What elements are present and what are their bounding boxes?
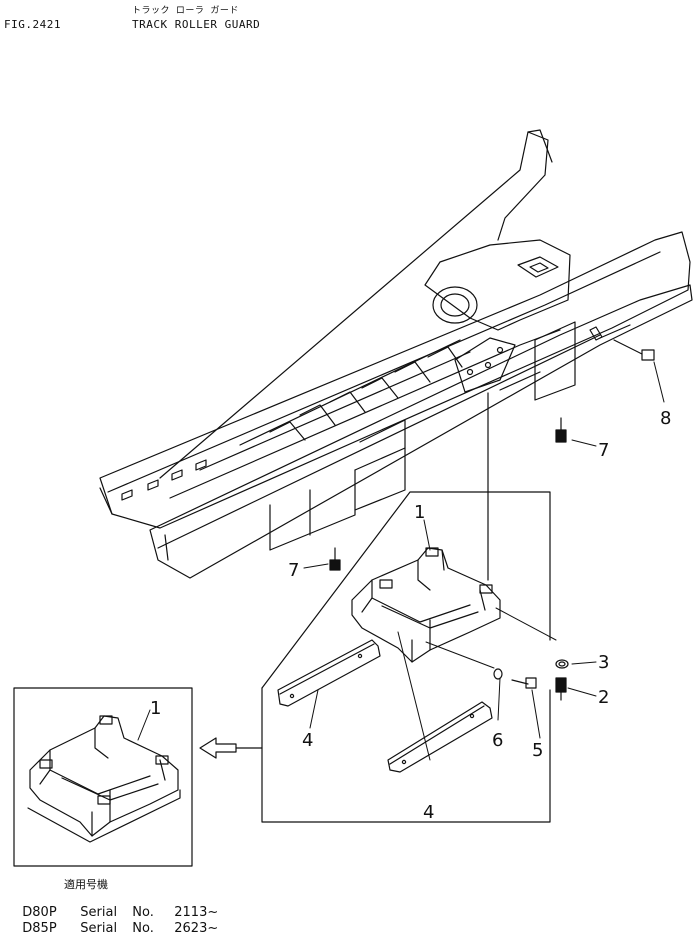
diagram-title: TRACK ROLLER GUARD bbox=[132, 18, 261, 31]
number-label: No. bbox=[132, 905, 154, 920]
part-1-guard-bracket bbox=[351, 547, 501, 663]
callout-7-left: 7 bbox=[288, 560, 299, 581]
serial-number: 2113~ bbox=[174, 905, 219, 920]
model-name: D80P bbox=[22, 905, 57, 920]
number-label: No. bbox=[132, 921, 154, 936]
exploded-frame bbox=[235, 392, 551, 823]
applicability-label: 適用号機 bbox=[64, 878, 108, 891]
part-3-washer bbox=[555, 659, 569, 669]
callout-1-inset: 1 bbox=[150, 698, 161, 719]
track-frame bbox=[99, 129, 693, 579]
callout-8: 8 bbox=[660, 408, 671, 429]
japanese-title: トラック ローラ ガード bbox=[132, 6, 239, 16]
serial-label: Serial bbox=[80, 905, 118, 920]
serial-label: Serial bbox=[80, 921, 118, 936]
part-7-bolt-left bbox=[329, 547, 341, 571]
part-8-bolt bbox=[613, 339, 655, 361]
model-name: D85P bbox=[22, 921, 57, 936]
part-6-washer bbox=[493, 668, 503, 680]
part-7-bolt-right bbox=[555, 417, 567, 443]
callout-6: 6 bbox=[492, 730, 503, 751]
callout-1: 1 bbox=[414, 502, 425, 523]
leader-lines bbox=[303, 361, 665, 761]
callout-5: 5 bbox=[532, 740, 543, 761]
callout-4-bottom: 4 bbox=[423, 802, 434, 823]
applicability-row-d80p: D80P Serial No. 2113~ bbox=[14, 890, 218, 920]
callout-3: 3 bbox=[598, 652, 609, 673]
part-4-guard-bar-left bbox=[277, 639, 381, 707]
part-4-guard-bar-right bbox=[387, 701, 493, 773]
callout-7-right: 7 bbox=[598, 440, 609, 461]
callout-4-left: 4 bbox=[302, 730, 313, 751]
callout-2: 2 bbox=[598, 687, 609, 708]
inset-box bbox=[13, 687, 193, 867]
serial-number: 2623~ bbox=[174, 921, 219, 936]
arrow-to-inset bbox=[199, 737, 237, 759]
figure-number: FIG.2421 bbox=[4, 18, 61, 31]
part-5-bolt bbox=[511, 677, 537, 689]
part-2-bolt bbox=[555, 677, 567, 701]
